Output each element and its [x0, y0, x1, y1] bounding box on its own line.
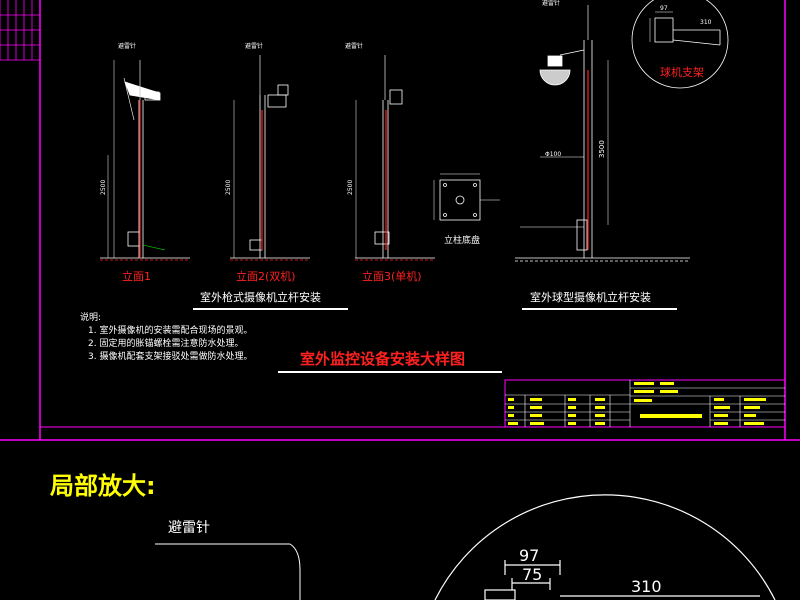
zoom-title: 局部放大: [50, 472, 156, 500]
dome-pole [515, 5, 690, 262]
bracket-dim-310: 310 [631, 577, 662, 596]
elevation-2-label: 立面2(双机) [236, 269, 296, 283]
dome-section-title: 室外球型摄像机立杆安装 [530, 290, 651, 304]
notes-item-3: 3. 摄像机配套支架接驳处需做防水处理。 [88, 350, 252, 362]
elevation-2-rod-label: 避雷针 [245, 42, 263, 50]
pole-base-plate-drawing [433, 173, 500, 221]
zoom-rod-label: 避雷针 [168, 520, 210, 536]
pole-base-plate-label: 立柱底盘 [444, 234, 480, 246]
drawing-frame [0, 0, 800, 441]
elevation-2-pole [230, 55, 310, 261]
elevation-1-height: 2500 [100, 180, 107, 195]
elevation-3-label: 立面3(单机) [362, 269, 422, 283]
title-block [504, 379, 786, 428]
elevation-3-rod-label: 避雷针 [345, 42, 363, 50]
elevation-1-rod-label: 避雷针 [118, 42, 136, 50]
zoom-rod-detail [155, 543, 301, 600]
notes-item-1: 1. 室外摄像机的安装需配合现场的景观。 [88, 324, 252, 336]
bullet-section-title: 室外枪式摄像机立杆安装 [200, 290, 321, 304]
dome-height: 3500 [598, 140, 606, 158]
elevation-1-label: 立面1 [122, 269, 151, 283]
notes-item-2: 2. 固定用的胀锚螺栓需注意防水处理。 [88, 337, 243, 349]
notes-heading: 说明: [80, 311, 101, 323]
elevation-3-pole [355, 55, 435, 261]
bracket-dim-310-small: 310 [700, 19, 712, 26]
elevation-3-height: 2500 [347, 180, 354, 195]
zoom-bracket-detail [434, 494, 776, 600]
dome-pipe-dia: Φ100 [545, 151, 561, 158]
dome-rod-label: 避雷针 [542, 0, 560, 7]
bracket-dim-75: 75 [522, 565, 542, 584]
dome-bracket-detail [631, 0, 729, 89]
main-title: 室外监控设备安装大样图 [300, 350, 465, 368]
elevation-2-height: 2500 [225, 180, 232, 195]
bracket-dim-97: 97 [519, 546, 539, 565]
bracket-dim-97-small: 97 [660, 5, 668, 12]
dome-bracket-label: 球机支架 [660, 65, 704, 79]
elevation-1-pole [100, 60, 190, 261]
